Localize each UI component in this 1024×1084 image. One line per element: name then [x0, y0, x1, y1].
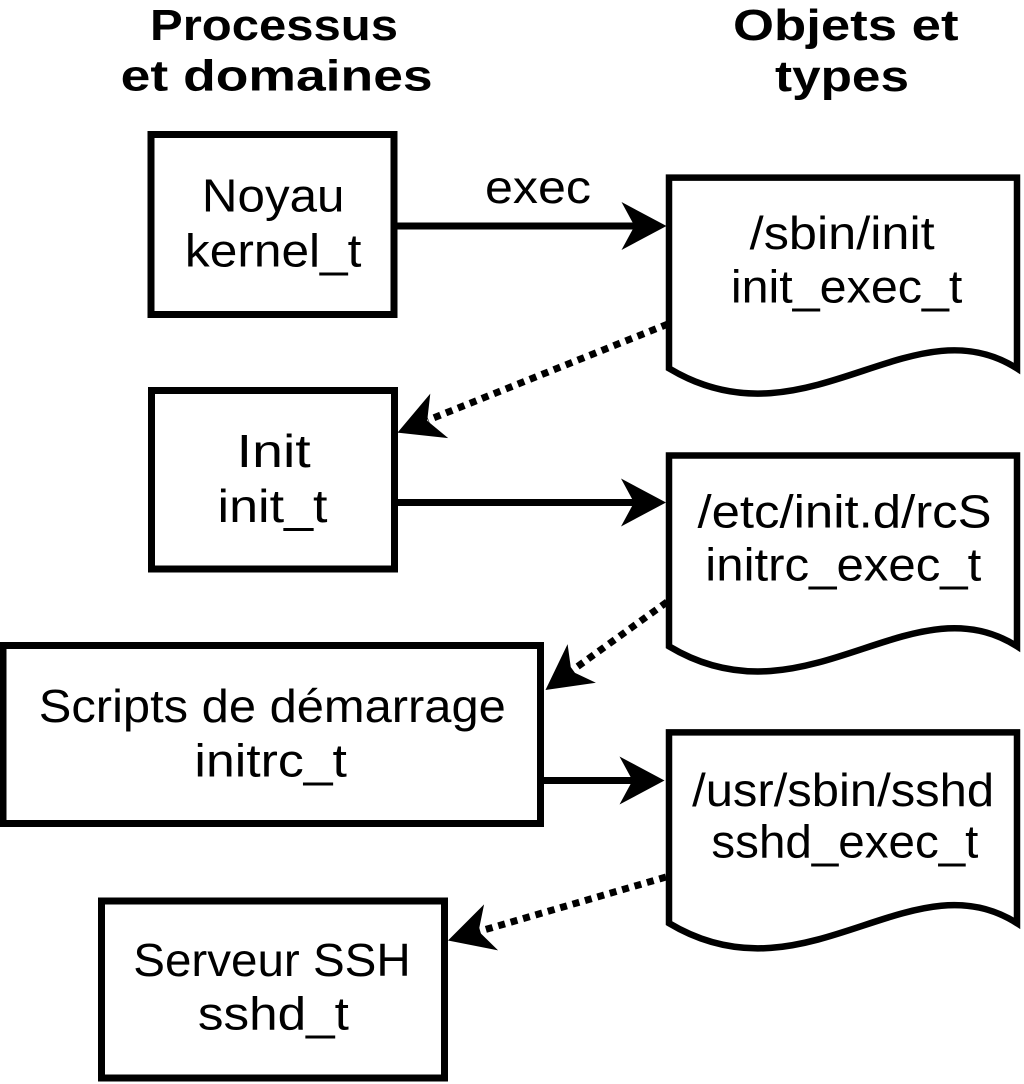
svg-text:Processus: Processus — [150, 1, 398, 50]
svg-text:Scripts de démarrage: Scripts de démarrage — [39, 680, 506, 732]
svg-text:Init: Init — [237, 425, 311, 477]
svg-text:Objets et: Objets et — [733, 1, 959, 50]
svg-text:init_exec_t: init_exec_t — [731, 261, 963, 313]
svg-text:initrc_t: initrc_t — [194, 734, 347, 786]
svg-text:/etc/init.d/rcS: /etc/init.d/rcS — [698, 486, 992, 538]
svg-text:initrc_exec_t: initrc_exec_t — [705, 539, 981, 591]
svg-text:et domaines: et domaines — [121, 52, 433, 101]
svg-text:types: types — [775, 52, 909, 101]
svg-text:init_t: init_t — [218, 480, 328, 532]
svg-text:/usr/sbin/sshd: /usr/sbin/sshd — [692, 764, 994, 816]
svg-text:Serveur SSH: Serveur SSH — [133, 934, 411, 986]
svg-text:sshd_t: sshd_t — [198, 988, 349, 1040]
svg-text:/sbin/init: /sbin/init — [750, 207, 935, 259]
svg-text:sshd_exec_t: sshd_exec_t — [711, 816, 978, 868]
svg-text:kernel_t: kernel_t — [185, 225, 362, 277]
svg-text:Noyau: Noyau — [202, 170, 345, 222]
svg-text:exec: exec — [485, 161, 591, 213]
